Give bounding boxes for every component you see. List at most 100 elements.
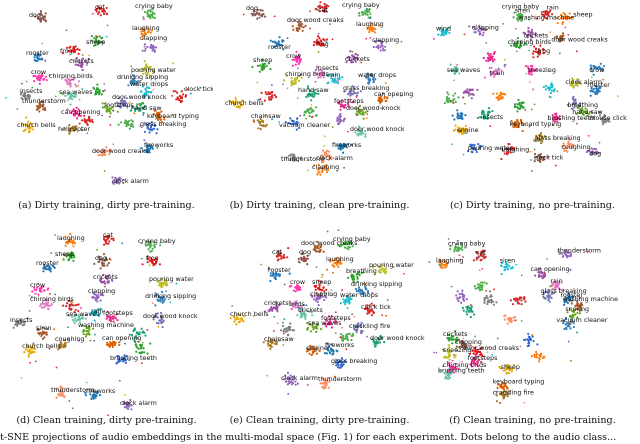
point: [52, 265, 55, 268]
point: [318, 283, 321, 286]
class-label: sheep: [312, 278, 331, 286]
point: [32, 286, 36, 289]
stray-point: [400, 94, 403, 97]
point: [593, 65, 597, 68]
point: [308, 323, 311, 326]
class-label: crickets: [298, 306, 323, 314]
stray-point: [334, 311, 337, 314]
point: [161, 326, 164, 329]
point: [149, 342, 152, 345]
point: [103, 236, 106, 239]
stray-point: [369, 17, 372, 20]
point: [534, 350, 538, 354]
cluster-d-21: [56, 339, 67, 351]
point: [252, 119, 255, 122]
point: [109, 112, 112, 115]
point: [554, 285, 557, 289]
point: [27, 350, 30, 353]
point: [483, 298, 486, 301]
point: [573, 99, 577, 102]
stray-point: [460, 112, 462, 115]
point: [102, 253, 106, 256]
class-label: sheep: [501, 363, 520, 371]
point: [349, 297, 352, 300]
point: [116, 101, 119, 104]
point: [559, 16, 563, 20]
point: [150, 91, 153, 94]
class-label: glass breaking: [343, 84, 389, 92]
point: [460, 301, 463, 304]
point: [544, 84, 548, 87]
point: [472, 313, 476, 316]
stray-point: [556, 90, 559, 93]
point: [356, 272, 359, 275]
point: [490, 66, 493, 69]
stray-point: [86, 132, 89, 135]
class-label: crying baby: [342, 1, 380, 9]
point: [86, 330, 89, 333]
point: [530, 355, 533, 358]
point: [38, 289, 42, 292]
point: [511, 368, 514, 371]
stray-point: [371, 292, 374, 294]
point: [320, 292, 323, 295]
point: [379, 271, 382, 274]
point: [294, 56, 297, 59]
point: [153, 258, 156, 262]
point: [362, 282, 365, 285]
point: [501, 262, 504, 265]
class-label: crickets: [264, 299, 289, 307]
cluster-d-23: [115, 354, 128, 365]
point: [343, 360, 346, 363]
point: [70, 111, 73, 115]
point: [445, 371, 448, 374]
stray-point: [283, 318, 286, 321]
point: [493, 50, 496, 54]
point: [358, 128, 361, 131]
cluster-e-8: [288, 284, 302, 293]
point: [560, 251, 563, 255]
point: [65, 241, 68, 244]
point: [590, 67, 593, 70]
point: [551, 282, 554, 285]
point: [474, 148, 477, 152]
point: [321, 74, 325, 77]
point: [271, 274, 274, 277]
point: [569, 84, 572, 87]
point: [371, 29, 374, 32]
point: [292, 375, 295, 378]
stray-point: [95, 35, 97, 38]
point: [561, 144, 564, 148]
point: [469, 344, 472, 347]
point: [299, 20, 302, 24]
point: [260, 124, 263, 127]
point: [358, 132, 361, 135]
point: [319, 1, 322, 4]
stray-point: [452, 101, 455, 104]
point: [315, 72, 318, 75]
point: [312, 326, 316, 329]
point: [589, 90, 592, 93]
point: [571, 84, 574, 87]
point: [539, 156, 542, 159]
point: [502, 369, 505, 372]
point: [536, 50, 539, 54]
point: [94, 93, 97, 96]
cluster-b-2: [358, 8, 372, 19]
point: [470, 309, 473, 312]
point: [32, 75, 35, 78]
stray-point: [112, 109, 115, 112]
point: [160, 286, 163, 289]
stray-point: [104, 236, 107, 239]
cluster-e-19: [323, 315, 338, 329]
class-label: door wood knock: [346, 104, 401, 112]
point: [343, 301, 346, 304]
class-label: cat: [103, 231, 113, 239]
point: [566, 142, 570, 145]
class-label: drinking sipping: [117, 73, 168, 81]
point: [339, 112, 342, 116]
point: [514, 299, 517, 302]
point: [132, 329, 135, 333]
point: [81, 68, 84, 72]
cluster-f-27: [473, 281, 488, 292]
